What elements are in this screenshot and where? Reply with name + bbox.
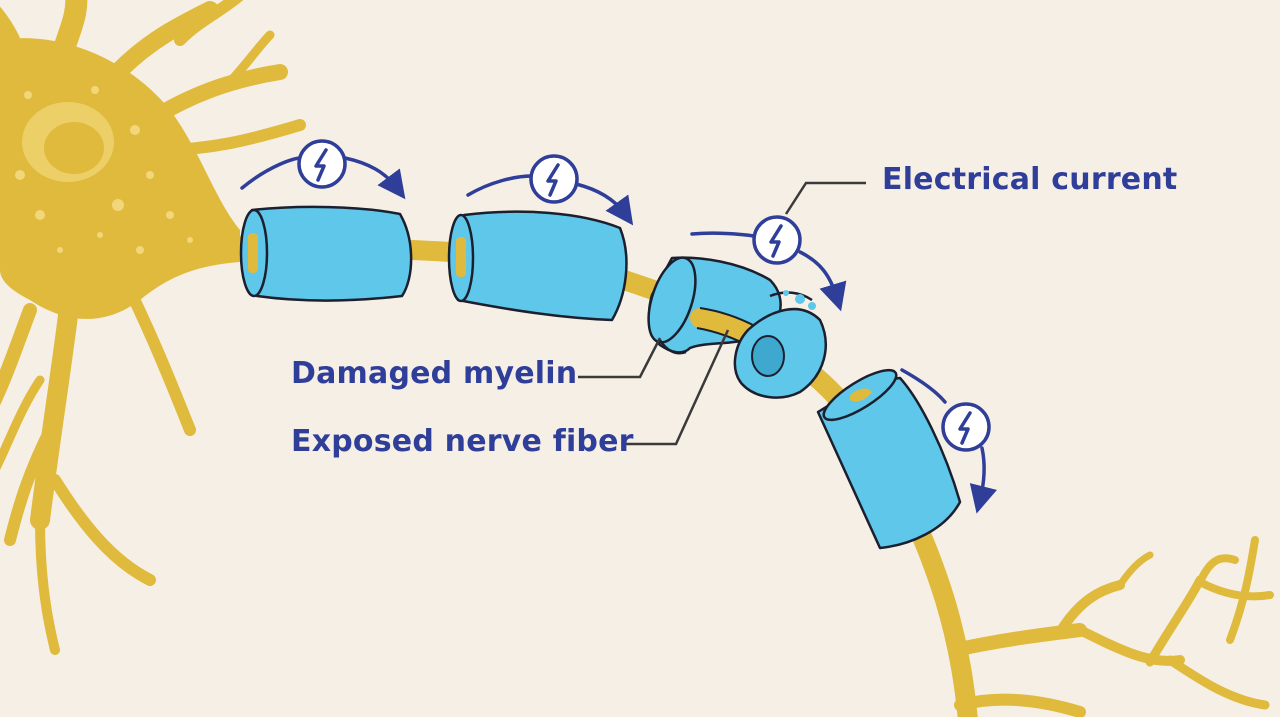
curved-arrow-icon — [466, 174, 534, 197]
lightning-bolt-icon — [941, 402, 991, 452]
damaged-myelin-leader — [578, 337, 662, 379]
exposed-fiber-leader — [625, 329, 730, 446]
lightning-bolt-icon — [752, 215, 802, 265]
electrical-current-label: Electrical current — [882, 162, 1178, 197]
curved-arrow-icon — [574, 182, 634, 226]
myelin-sheath-1 — [239, 205, 413, 302]
myelin-sheath-2 — [447, 210, 628, 322]
damaged-myelin-label: Damaged myelin — [291, 356, 578, 391]
damaged-myelin-piece-2 — [733, 291, 827, 399]
lightning-bolt-icon — [529, 154, 579, 204]
curved-arrow-icon — [798, 250, 847, 312]
myelin-fragments — [783, 290, 816, 310]
curved-arrow-icon — [690, 231, 756, 238]
curved-arrow-icon — [900, 368, 947, 404]
current-arrows — [240, 156, 997, 514]
curved-arrow-icon — [969, 446, 997, 514]
myelin-sheath-4 — [816, 368, 962, 550]
leader-lines — [578, 181, 866, 446]
neuron-cell-body — [0, 0, 306, 655]
lightning-bolt-icon — [297, 139, 347, 189]
electrical-current-leader — [784, 181, 866, 215]
axon-terminal — [948, 536, 1274, 717]
curved-arrow-icon — [343, 156, 406, 200]
exposed-nerve-fiber-label: Exposed nerve fiber — [291, 424, 634, 459]
